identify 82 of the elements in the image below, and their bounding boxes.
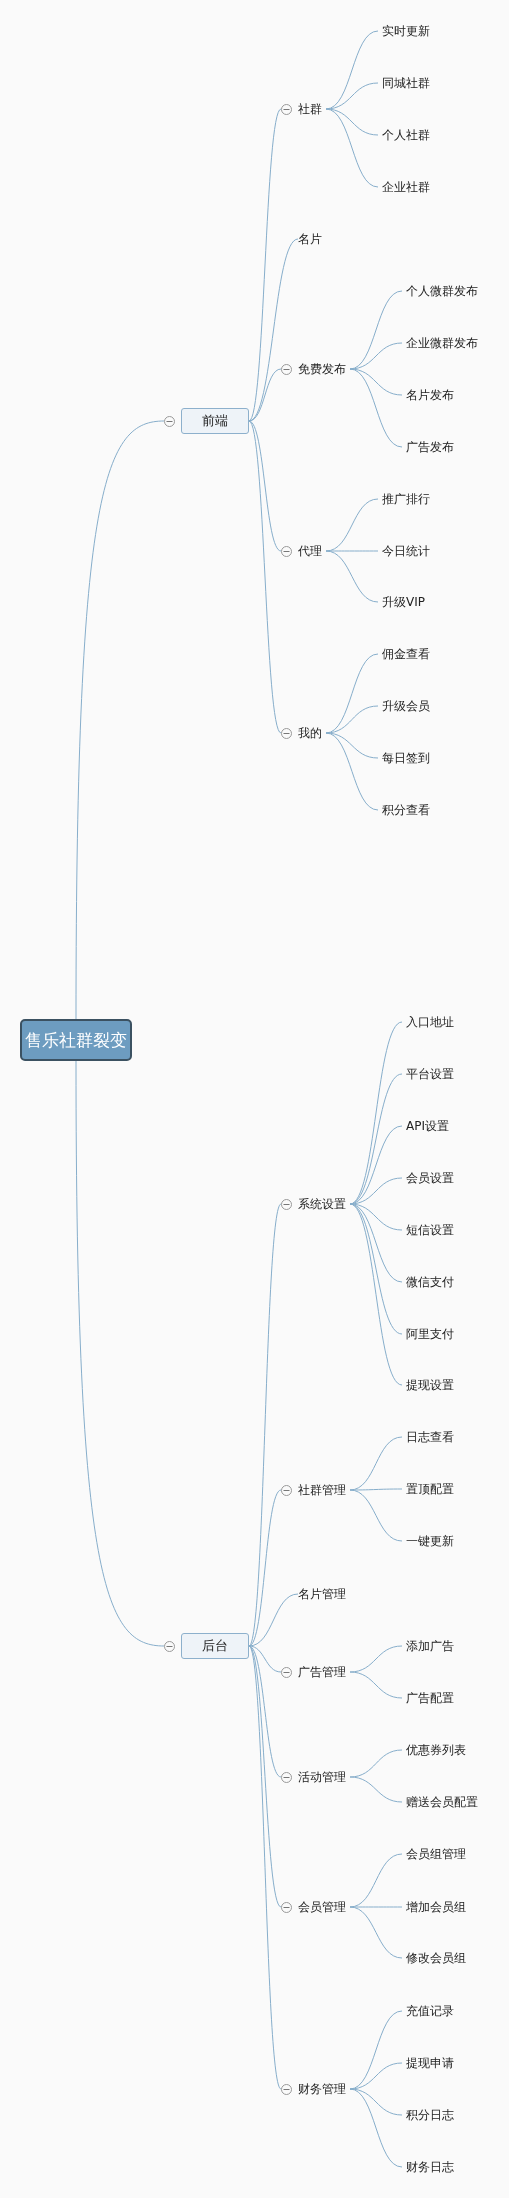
- leaf-label: 充值记录: [406, 2003, 454, 2019]
- leaf-label: 提现申请: [406, 2055, 454, 2071]
- leaf-label: 积分日志: [406, 2107, 454, 2123]
- leaf-label: 入口地址: [406, 1014, 454, 1030]
- branch-line: [349, 1203, 403, 1386]
- branch-line: [248, 420, 282, 734]
- branch-line: [349, 1906, 403, 1908]
- leaf-label: 置顶配置: [406, 1481, 454, 1497]
- branch-line: [248, 368, 282, 422]
- leaf-label: API设置: [406, 1118, 449, 1134]
- branch-line: [349, 1906, 403, 1959]
- subtopic-label: 名片管理: [298, 1586, 346, 1602]
- branch-line: [325, 550, 379, 552]
- branch-line: [349, 2088, 403, 2168]
- branch-line: [248, 238, 299, 422]
- leaf-label: 佣金查看: [382, 646, 430, 662]
- leaf-label: 阿里支付: [406, 1326, 454, 1342]
- branch-line: [248, 1645, 282, 1673]
- branch-line: [349, 2088, 403, 2116]
- branch-line: [248, 1593, 299, 1647]
- branch-line: [248, 1645, 282, 1908]
- branch-line: [325, 732, 379, 811]
- subtopic-label: 免费发布: [298, 361, 346, 377]
- leaf-label: 优惠券列表: [406, 1742, 466, 1758]
- leaf-label: 微信支付: [406, 1274, 454, 1290]
- main-topic: 后台: [181, 1633, 249, 1659]
- leaf-label: 日志查看: [406, 1429, 454, 1445]
- root-topic: 售乐社群裂变: [20, 1019, 132, 1061]
- subtopic-label: 社群管理: [298, 1482, 346, 1498]
- branch-line: [248, 1645, 282, 2090]
- subtopic-label: 代理: [298, 543, 322, 559]
- subtopic-label: 社群: [298, 101, 322, 117]
- leaf-label: 同城社群: [382, 75, 430, 91]
- branch-line: [75, 1060, 165, 1647]
- subtopic-label: 会员管理: [298, 1899, 346, 1915]
- main-topic: 前端: [181, 408, 249, 434]
- subtopic-label: 我的: [298, 725, 322, 741]
- branch-line: [349, 368, 403, 396]
- leaf-label: 提现设置: [406, 1377, 454, 1393]
- leaf-label: 企业微群发布: [406, 335, 478, 351]
- branch-line: [248, 108, 282, 422]
- leaf-label: 添加广告: [406, 1638, 454, 1654]
- leaf-label: 会员组管理: [406, 1846, 466, 1862]
- subtopic-label: 广告管理: [298, 1664, 346, 1680]
- leaf-label: 每日签到: [382, 750, 430, 766]
- branch-line: [248, 1203, 282, 1647]
- branch-line: [325, 108, 379, 188]
- leaf-label: 推广排行: [382, 491, 430, 507]
- subtopic-label: 财务管理: [298, 2081, 346, 2097]
- branch-line: [325, 108, 379, 136]
- leaf-label: 修改会员组: [406, 1950, 466, 1966]
- subtopic-label: 系统设置: [298, 1196, 346, 1212]
- leaf-label: 赠送会员配置: [406, 1794, 478, 1810]
- branch-line: [248, 420, 282, 552]
- leaf-label: 广告发布: [406, 439, 454, 455]
- branch-line: [325, 732, 379, 759]
- branch-line: [349, 1671, 403, 1699]
- leaf-label: 财务日志: [406, 2159, 454, 2175]
- leaf-label: 个人社群: [382, 127, 430, 143]
- branch-line: [349, 1488, 403, 1491]
- branch-line: [325, 550, 379, 603]
- branch-line: [349, 1776, 403, 1803]
- branch-line: [349, 368, 403, 448]
- branch-line: [248, 1489, 282, 1647]
- leaf-label: 一键更新: [406, 1533, 454, 1549]
- leaf-label: 个人微群发布: [406, 283, 478, 299]
- leaf-label: 平台设置: [406, 1066, 454, 1082]
- leaf-label: 升级会员: [382, 698, 430, 714]
- subtopic-label: 名片: [298, 231, 322, 247]
- leaf-label: 实时更新: [382, 23, 430, 39]
- leaf-label: 广告配置: [406, 1690, 454, 1706]
- leaf-label: 积分查看: [382, 802, 430, 818]
- subtopic-label: 活动管理: [298, 1769, 346, 1785]
- leaf-label: 升级VIP: [382, 594, 425, 610]
- branch-line: [349, 1489, 403, 1542]
- leaf-label: 短信设置: [406, 1222, 454, 1238]
- branch-line: [75, 420, 165, 1020]
- leaf-label: 企业社群: [382, 179, 430, 195]
- leaf-label: 今日统计: [382, 543, 430, 559]
- leaf-label: 名片发布: [406, 387, 454, 403]
- leaf-label: 会员设置: [406, 1170, 454, 1186]
- leaf-label: 增加会员组: [406, 1899, 466, 1915]
